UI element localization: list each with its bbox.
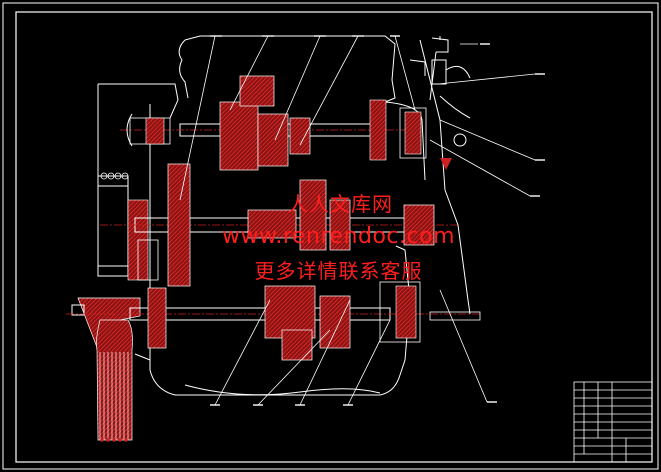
upper-gears bbox=[219, 75, 311, 171]
leader-lines bbox=[179, 35, 536, 406]
lower-shaft bbox=[66, 281, 481, 361]
inner-frame bbox=[15, 11, 653, 463]
part-callout-ticks bbox=[210, 35, 545, 406]
fork-marker bbox=[440, 158, 452, 170]
drive-pulley bbox=[97, 172, 149, 281]
upper-shaft bbox=[120, 99, 427, 161]
middle-shaft bbox=[100, 163, 460, 287]
output-coupling bbox=[71, 297, 141, 442]
title-block bbox=[573, 381, 653, 463]
shift-linkage bbox=[409, 36, 471, 315]
